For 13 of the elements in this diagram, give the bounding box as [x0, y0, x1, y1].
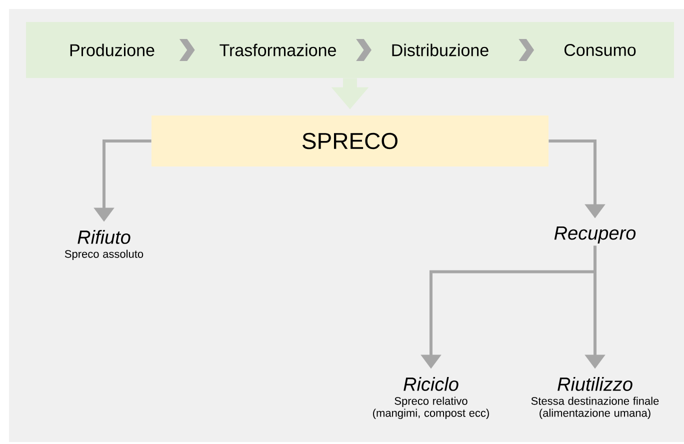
chevron-arrow: [518, 39, 534, 61]
category-label: Riutilizzo Stessa destinazione finale (alimentazione umana): [531, 376, 659, 420]
stage-label: Consumo: [564, 44, 636, 56]
category-label: Recupero: [554, 226, 636, 244]
category-label: Riciclo Spreco relativo (mangimi, compost ecc): [373, 376, 489, 420]
waste-box: SPRECO: [152, 116, 548, 166]
stage-label: Trasformazione: [220, 44, 336, 56]
stage-label: Produzione: [70, 44, 154, 56]
stage-band: [26, 22, 674, 78]
category-label: Rifiuto Spreco assoluto: [64, 230, 144, 260]
chevron-arrow: [356, 39, 372, 61]
chevron-arrow: [179, 39, 195, 61]
stage-label: Distribuzione: [392, 44, 488, 56]
